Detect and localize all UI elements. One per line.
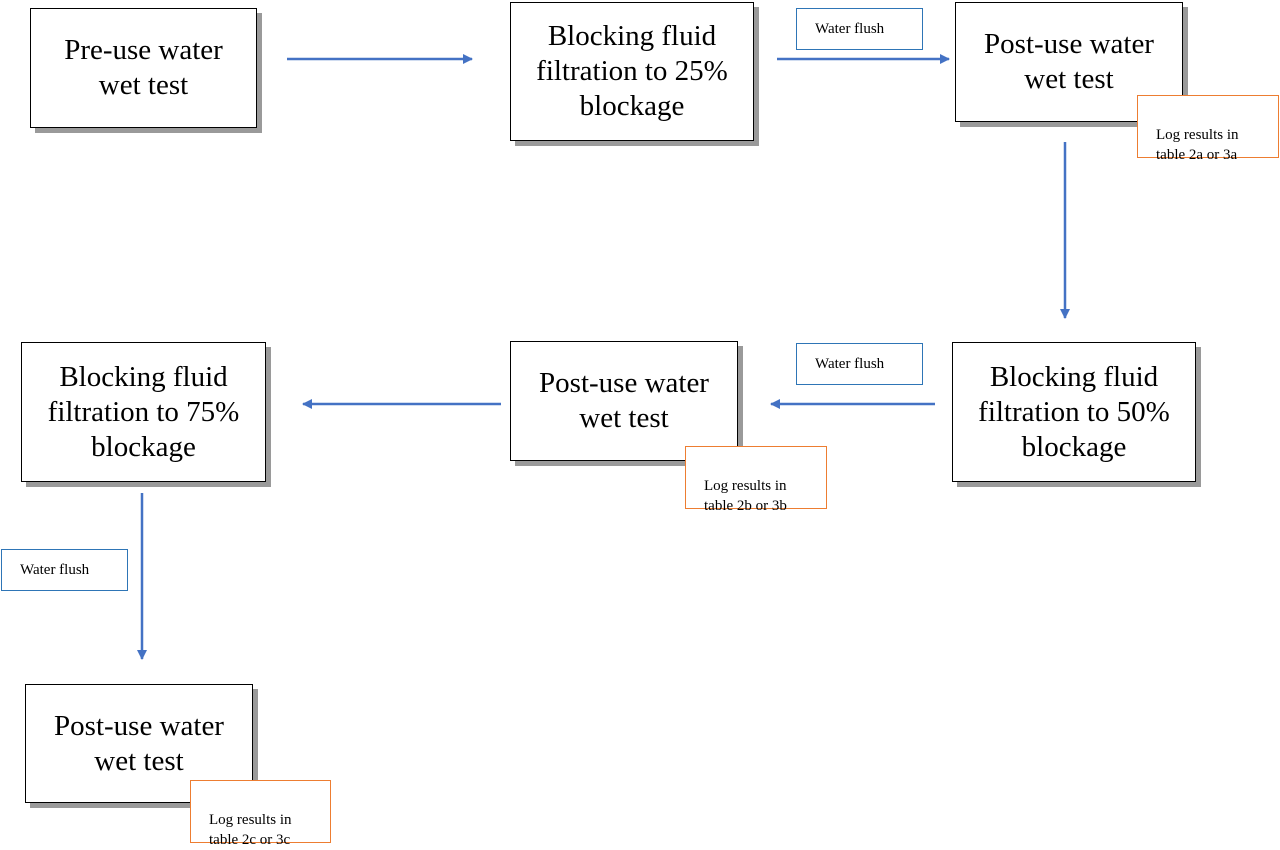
water-flush-label: Water flush [20,562,90,578]
step-pre-use-wet-test: Pre-use water wet test [30,8,257,128]
step-label: Pre-use water wet test [64,34,223,101]
water-flush-note: Water flush [796,8,923,50]
log-results-note: Log results in table 2a or 3a [1137,95,1279,163]
step-label: Blocking fluid filtration to 75% blockag… [47,360,240,463]
water-flush-label: Water flush [815,356,885,372]
step-post-use-wet-test-b: Post-use water wet test [510,341,738,461]
log-results-label: Log results in table 2c or 3c [209,812,292,848]
water-flush-note: Water flush [1,549,128,591]
step-label: Post-use water wet test [539,367,709,434]
step-blocking-25: Blocking fluid filtration to 25% blockag… [510,2,754,141]
step-label: Blocking fluid filtration to 50% blockag… [978,360,1170,463]
log-results-label: Log results in table 2b or 3b [704,478,787,514]
step-blocking-50: Blocking fluid filtration to 50% blockag… [952,342,1196,482]
step-label: Post-use water wet test [54,709,224,777]
step-label: Post-use water wet test [984,28,1154,95]
step-blocking-75: Blocking fluid filtration to 75% blockag… [21,342,266,482]
log-results-note: Log results in table 2c or 3c [190,780,331,848]
log-results-label: Log results in table 2a or 3a [1156,127,1239,163]
step-label: Blocking fluid filtration to 25% blockag… [536,20,728,122]
water-flush-label: Water flush [815,21,885,37]
log-results-note: Log results in table 2b or 3b [685,446,827,514]
water-flush-note: Water flush [796,343,923,385]
